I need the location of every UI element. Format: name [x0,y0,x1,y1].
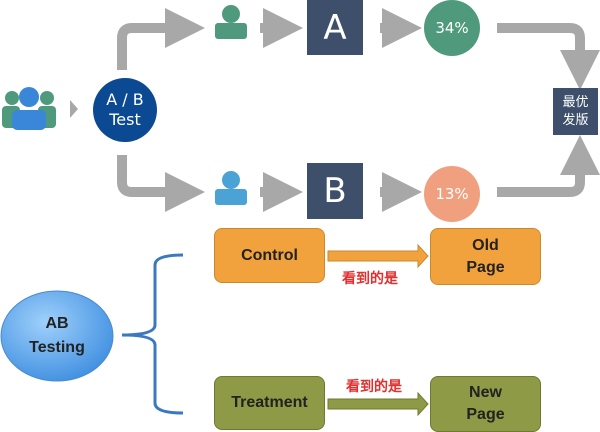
arrow-small [70,100,78,118]
ab-test-line2: Test [109,110,141,129]
ab-test-node: A / B Test [93,78,157,142]
ab-testing-line1: AB [45,315,69,332]
brace [121,253,184,415]
user-icon-b [215,171,247,205]
rate-b-circle: 13% [424,166,480,222]
control-box: Control [214,228,325,283]
old-page-line1: Old [472,236,499,254]
new-page-line1: New [469,384,502,401]
ab-testing-node-shape [0,290,114,382]
ab-test-line1: A / B [106,90,144,109]
variant-b-box: B [307,163,363,219]
new-page-line2: Page [466,406,505,423]
rate-a-circle: 34% [424,0,480,56]
arrow-rate-a-to-result [497,23,600,90]
user-group-icon [2,87,56,130]
variant-a-box: A [307,0,363,55]
arrow-treatment-to-new [327,391,429,417]
arrow-upper-branch [117,8,205,70]
ab-testing-node: AB Testing [1,291,113,381]
old-page-line2: Page [466,258,505,276]
ab-testing-line2: Testing [29,339,85,356]
sees-label-treatment: 看到的是 [346,379,402,395]
user-icon-a [215,5,247,39]
treatment-box: Treatment [214,376,325,430]
new-page-box: New Page [430,376,541,432]
arrow-lower-branch [117,155,205,212]
old-page-box: Old Page [430,228,541,285]
arrow-control-to-old [327,243,429,269]
arrow-rate-b-to-result [497,135,600,197]
sees-label-control: 看到的是 [342,271,398,287]
best-release-line1: 最优 [562,94,589,110]
best-release-box: 最优 发版 [553,88,598,135]
best-release-line2: 发版 [562,112,589,128]
